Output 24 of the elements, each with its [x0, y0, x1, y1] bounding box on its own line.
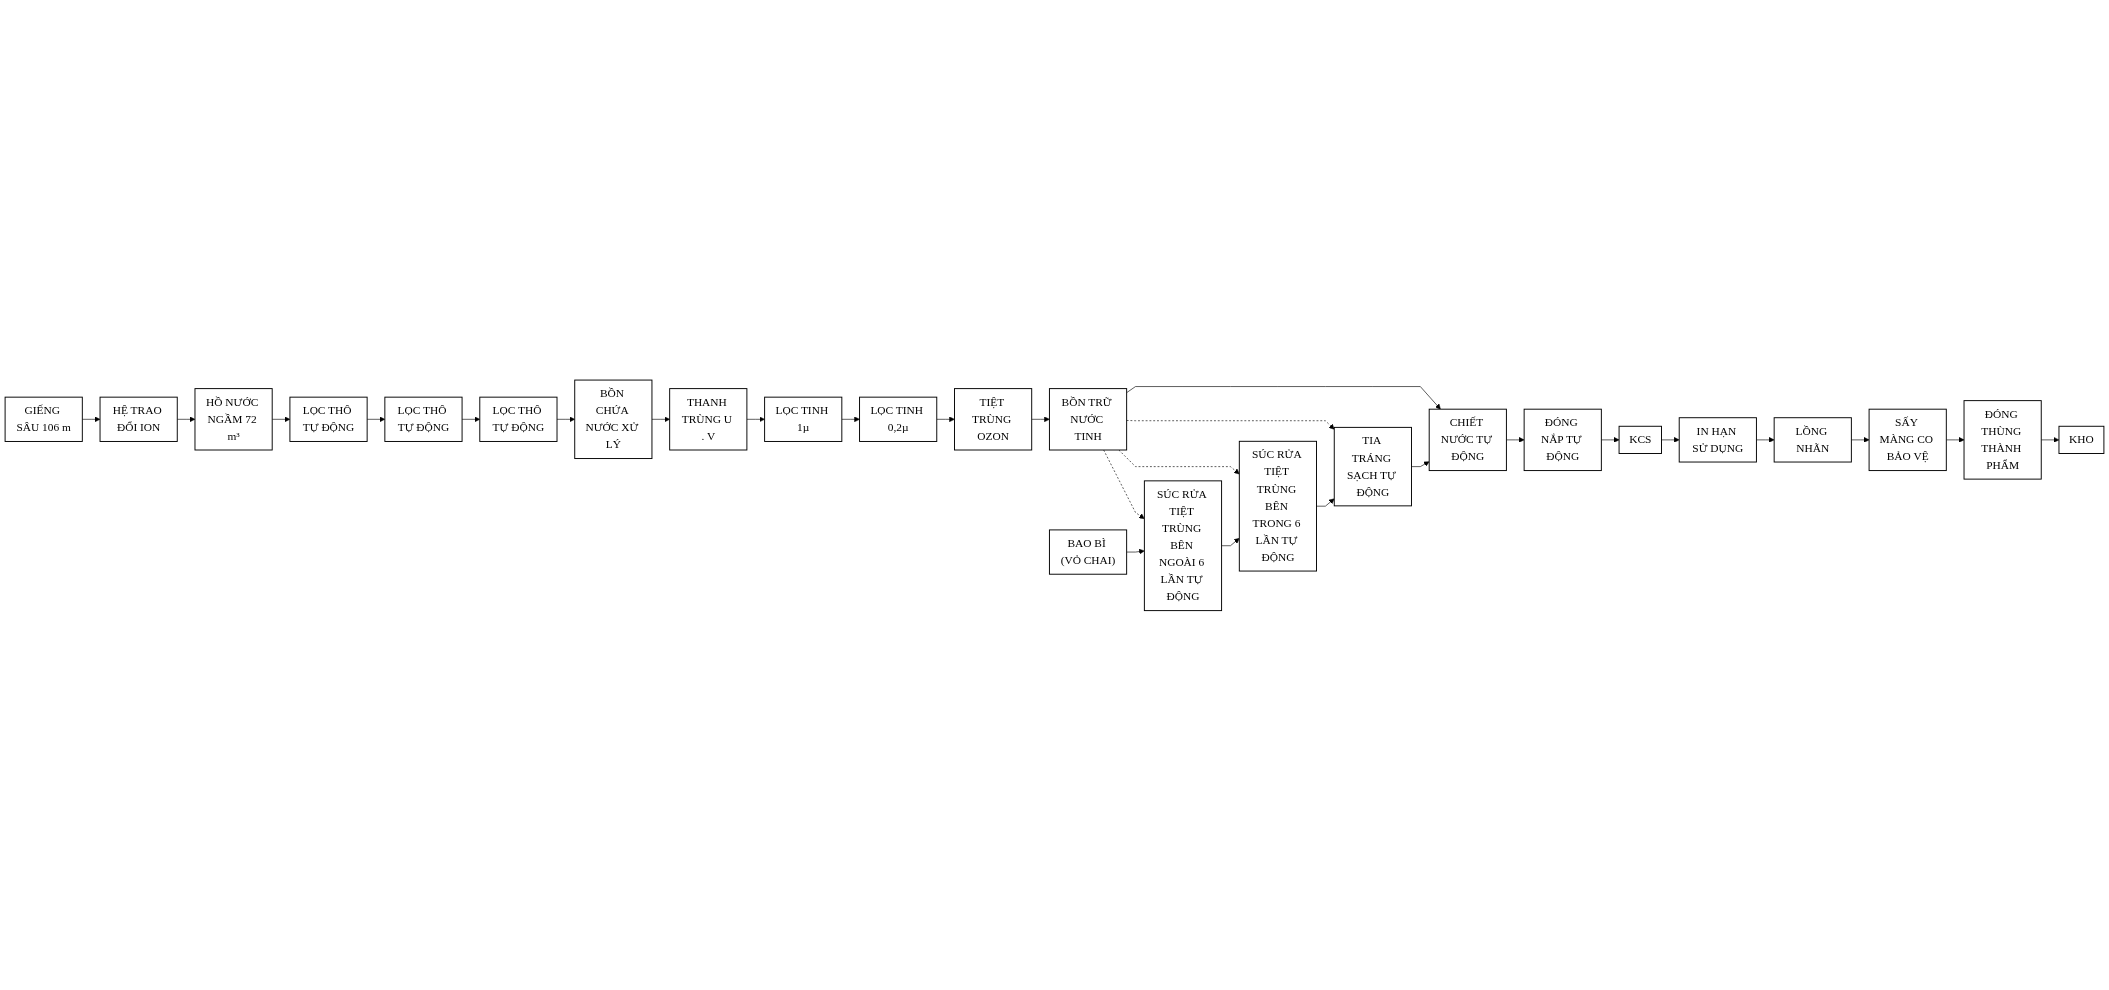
node-box: SÚC RỬA TIỆT TRÙNG BÊN NGOÀI 6 LẦN TỰ ĐỘNG — [1143, 480, 1223, 611]
node-box: BỒN CHỨA NƯỚC XỬ LÝ — [574, 379, 653, 459]
node-box: LỌC TINH 0,2µ — [859, 396, 938, 442]
node-box: LỌC THÔ TỰ ĐỘNG — [384, 396, 463, 442]
node-box: LỌC THÔ TỰ ĐỘNG — [289, 396, 368, 442]
node-box: KHO — [2058, 425, 2105, 454]
node-box: GIẾNG SÂU 106 m — [4, 396, 83, 442]
node-box: TIA TRÁNG SẠCH TỰ ĐỘNG — [1333, 426, 1412, 506]
node-box: ĐÓNG NẮP TỰ ĐỘNG — [1523, 408, 1602, 471]
node-box: HỆ TRAO ĐỔI ION — [99, 396, 178, 442]
node-box: SÚC RỬA TIỆT TRÙNG BÊN TRONG 6 LẦN TỰ ĐỘNG — [1238, 440, 1317, 572]
node-box: BỒN TRỮ NƯỚC TINH — [1048, 387, 1128, 451]
node-box: LỒNG NHÃN — [1773, 416, 1852, 463]
node-box: BAO BÌ (VỎ CHAI) — [1048, 529, 1128, 575]
node-box: HỒ NƯỚC NGẦM 72 m³ — [194, 387, 273, 451]
node-box: LỌC TINH 1µ — [764, 396, 843, 442]
node-box: LỌC THÔ TỰ ĐỘNG — [479, 396, 558, 442]
node-box: THANH TRÙNG U . V — [669, 387, 748, 451]
node-box: CHIẾT NƯỚC TỰ ĐỘNG — [1428, 408, 1507, 471]
node-box: TIỆT TRÙNG OZON — [954, 387, 1033, 451]
node-box: SẤY MÀNG CO BẢO VỆ — [1868, 408, 1947, 471]
node-box: IN HẠN SỬ DỤNG — [1678, 416, 1757, 463]
node-box: KCS — [1618, 425, 1662, 454]
node-box: ĐÓNG THÙNG THÀNH PHẨM — [1963, 399, 2042, 480]
